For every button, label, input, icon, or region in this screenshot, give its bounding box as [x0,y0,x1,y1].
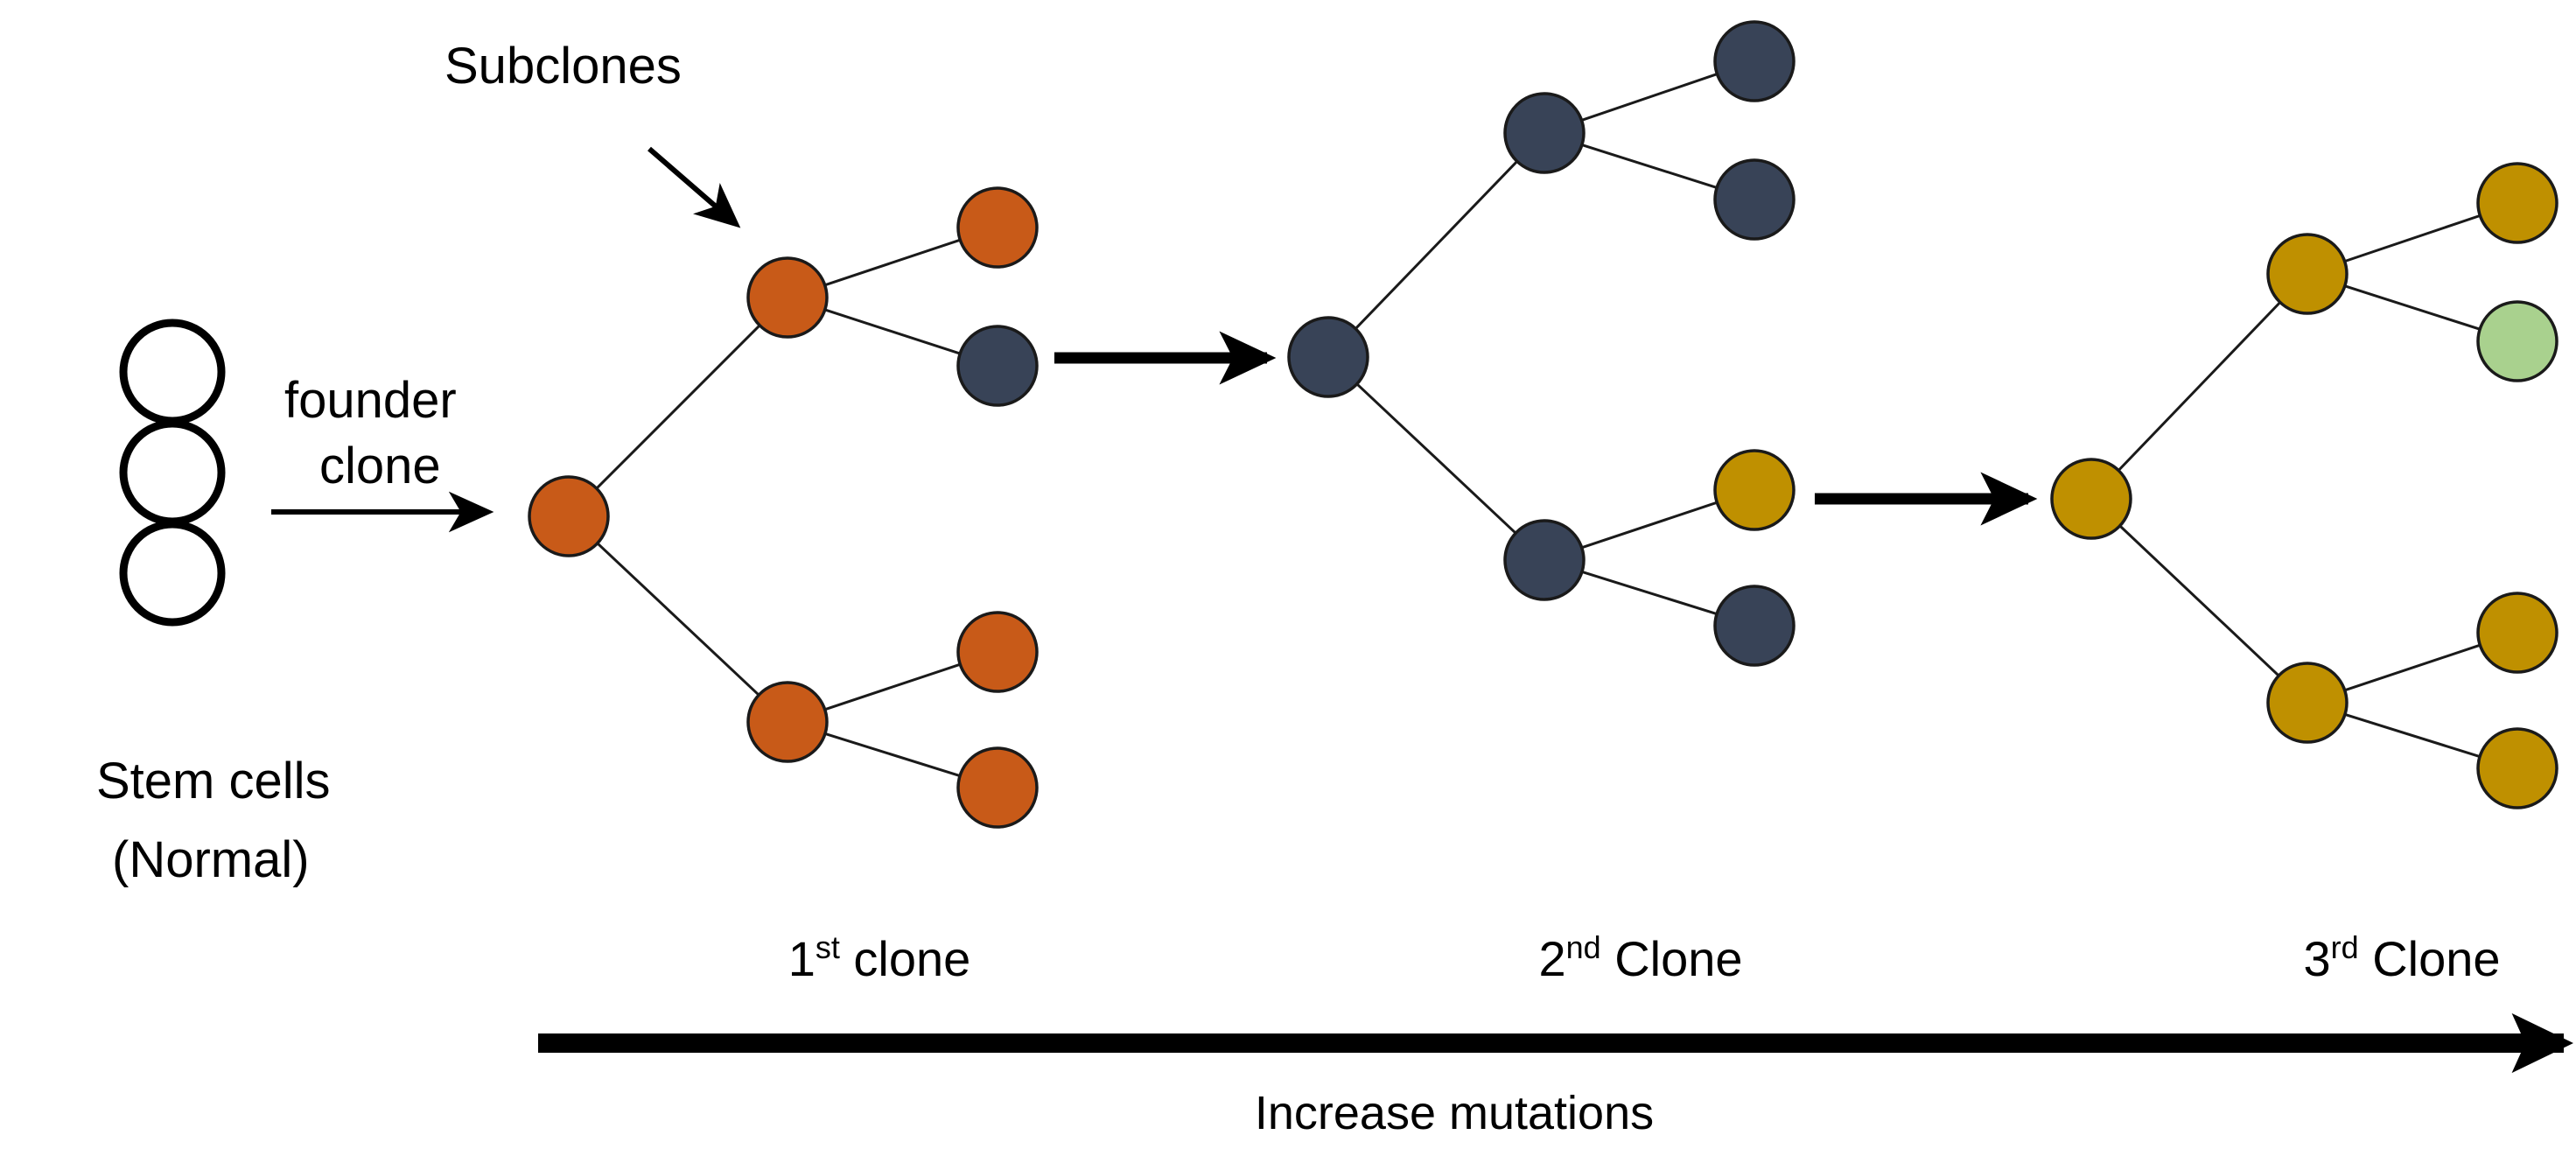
tree-edges-clone-2 [1353,72,1719,616]
tree-edge [594,323,762,491]
tree-edge [822,307,962,356]
clone-3-ordinal-suffix: rd [2331,929,2359,965]
clone-node-c1-dn-a [956,611,1039,693]
stem-cells-label-line1: Stem cells [96,753,331,809]
tree-edge [1579,501,1719,550]
tree-node-layer [528,20,2558,829]
tree-nodes-clone-2 [1287,20,1796,667]
clone-node-c3-dn [2266,662,2348,744]
stem-cell-group [119,319,226,627]
clone-1-label: 1st clone [788,929,971,986]
clone-3-label: 3rd Clone [2303,929,2500,986]
clone-node-c1-up-a [956,186,1039,269]
tree-nodes-clone-3 [2050,162,2558,809]
founder-clone-label-line1: founder [284,372,457,429]
clone-1-number: 1 [788,931,816,986]
clone-node-c2-up-b [1713,158,1796,241]
tree-edge [2342,643,2482,692]
stem-cell-circle [119,419,226,526]
clone-node-c3-dn-a [2476,592,2558,674]
clone-2-label: 2nd Clone [1538,929,1742,986]
increase-mutations-label: Increase mutations [1255,1087,1654,1139]
clone-2-word: Clone [1601,931,1743,986]
tree-edge [822,662,962,711]
tree-edge [822,238,962,287]
tree-edge-layer [594,72,2482,778]
tree-edge [1579,570,1719,616]
clone-node-c2-dn [1503,519,1586,601]
clone-node-c3-up-a [2476,162,2558,244]
clone-3-word: Clone [2359,931,2501,986]
clone-node-c1-up-b [956,325,1039,407]
clone-node-c3-up [2266,233,2348,315]
clone-2-number: 2 [1538,931,1565,986]
clone-1-word: clone [840,931,970,986]
tree-edge [1353,158,1520,332]
clone-node-c2-up [1503,92,1586,174]
stem-cells-label-line2: (Normal) [112,831,310,888]
tree-edges-clone-1 [594,238,962,778]
clone-3-number: 3 [2303,931,2330,986]
clone-node-c1-dn [746,681,829,763]
tree-edge [822,732,962,778]
tree-edge [595,541,761,697]
clone-node-c2-root [1287,316,1369,398]
subclones-label: Subclones [444,38,682,95]
tree-edge [2342,284,2482,332]
tree-edge [1579,143,1719,190]
clone-node-c2-dn-a [1713,449,1796,531]
tree-edge [2116,299,2283,473]
clone-node-c1-up [746,256,829,339]
clone-1-ordinal-suffix: st [816,929,840,965]
tree-edge [2342,214,2482,263]
clone-node-c1-root [528,475,610,557]
clone-2-ordinal-suffix: nd [1566,929,1601,965]
stem-cell-circle [119,520,226,627]
tree-edge [2342,712,2482,759]
tree-edge [1579,72,1719,123]
tree-nodes-clone-1 [528,186,1039,829]
clone-node-c2-dn-b [1713,585,1796,667]
founder-clone-label-line2: clone [319,438,441,494]
tree-edge [2118,523,2281,678]
tree-edges-clone-3 [2116,214,2482,759]
clone-node-c3-up-b [2476,300,2558,382]
clone-node-c1-dn-b [956,746,1039,829]
tree-edge [1354,382,1518,536]
clone-node-c3-dn-b [2476,727,2558,809]
clone-node-c3-root [2050,458,2132,540]
subclones-pointer-arrow-icon [648,146,741,228]
clone-node-c2-up-a [1713,20,1796,102]
stem-cell-circle [119,319,226,425]
